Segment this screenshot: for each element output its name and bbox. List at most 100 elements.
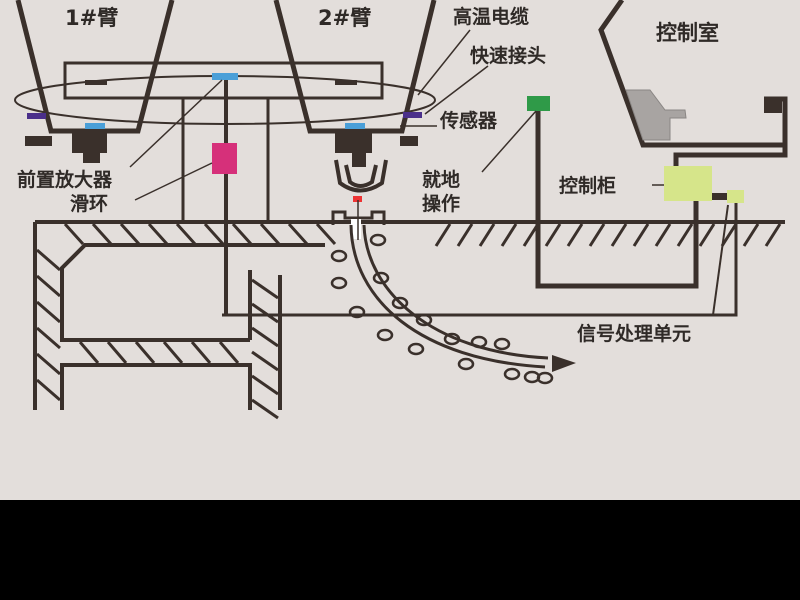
roller [330,249,348,263]
slab-hatch-stroke [218,341,240,364]
label-local-op-2: 操作 [422,192,460,215]
label-signal-unit: 信号处理单元 [577,322,691,345]
sensor-arm1 [27,113,46,119]
roller [415,313,433,327]
roller [376,328,394,342]
mold [334,159,388,193]
label-preamplifier: 前置放大器 [17,168,113,191]
slab-hatch-stroke [147,222,169,246]
ground-hatching [434,223,782,247]
slip-ring [212,143,237,174]
wall-hatch-stroke [251,350,279,372]
operator-seat [625,89,687,141]
strand-outer [349,224,546,369]
nozzle [353,196,362,202]
slab-hatch-stroke [190,341,212,364]
ground-hatch-stroke [676,223,694,247]
wall-hatch-stroke [251,302,279,324]
sensor-arm2 [403,112,422,118]
slab-hatch-stroke [91,222,113,246]
wall-hatch-stroke [251,398,279,420]
slab-hatch-stroke [259,222,281,246]
roller [493,337,511,351]
ground-hatch-stroke [434,223,452,247]
connector-arm1 [85,123,105,129]
label-arm2: 2#臂 [318,6,371,30]
control-room-cable [673,145,788,168]
slab-hatch-stroke [231,222,253,246]
label-sensor: 传感器 [439,109,498,132]
wall-hatch-stroke [251,326,279,348]
ground-hatch-stroke [456,223,474,247]
leader-lines [129,29,664,201]
wall-hatch-stroke [36,378,61,402]
slab-hatch-stroke [134,341,156,364]
ground-hatch-stroke [698,223,716,247]
slab-hatch-stroke [287,222,309,246]
control-cabinet [664,166,712,201]
wall-hatch-stroke [36,300,61,324]
ground-hatch-stroke [742,223,760,247]
rotating-frame [63,61,384,100]
ground-hatch-stroke [720,223,738,247]
slab-hatch-stroke [162,341,184,364]
roller [369,233,387,247]
roller [443,332,461,346]
ground-hatch-stroke [610,223,628,247]
roller [391,296,409,310]
slab-hatch-stroke [63,222,85,246]
strand-inner [362,224,549,360]
label-high-temp-cable: 高温电缆 [453,5,529,28]
label-local-op-1: 就地 [422,168,460,191]
label-control-room: 控制室 [656,21,719,45]
wall-hatch-stroke [36,352,61,376]
roller [503,367,521,381]
slab-hatch-stroke [315,222,337,246]
roller [536,371,554,385]
rollers [330,233,554,385]
cable-clip-2 [335,80,357,85]
wall-hatch-stroke [36,326,61,350]
ground-hatch-stroke [478,223,496,247]
ground-hatch-stroke [654,223,672,247]
local-operation-box [527,96,550,111]
ground-hatch-stroke [544,223,562,247]
ground-hatch-stroke [764,223,782,247]
roller [348,305,366,319]
ground-hatch-stroke [588,223,606,247]
cable-clip-1 [85,80,107,85]
roller [372,271,390,285]
wall-hatch-stroke [36,248,61,272]
bottom-band [0,500,800,600]
signal-processing-unit [727,190,744,203]
strand-arrow-icon [552,355,576,372]
connector-arm2 [345,123,365,129]
ground-hatch-stroke [500,223,518,247]
foundation-hatching [36,222,337,420]
roller [470,335,488,349]
slab-hatch-stroke [119,222,141,246]
cabinet-link [712,193,727,200]
wall-hatch-stroke [251,374,279,396]
label-quick-connector: 快速接头 [470,44,546,67]
wall-hatch-stroke [36,274,61,298]
roller [457,357,475,371]
slab-hatch-stroke [106,341,128,364]
diagram-background [0,0,800,500]
slab-hatch-stroke [175,222,197,246]
label-arm1: 1#臂 [65,6,118,30]
control-room-post [764,97,782,113]
slab-hatch-stroke [78,341,100,364]
ground-hatch-stroke [566,223,584,247]
label-slip-ring: 滑环 [70,193,108,215]
ground-hatch-stroke [632,223,650,247]
preamplifier-arm1 [25,131,107,163]
strand-head [351,219,361,239]
preamplifier-arm2 [335,131,418,167]
connector-top [212,73,238,80]
roller [407,342,425,356]
wall-hatch-stroke [251,278,279,300]
local-op-line [535,111,699,289]
